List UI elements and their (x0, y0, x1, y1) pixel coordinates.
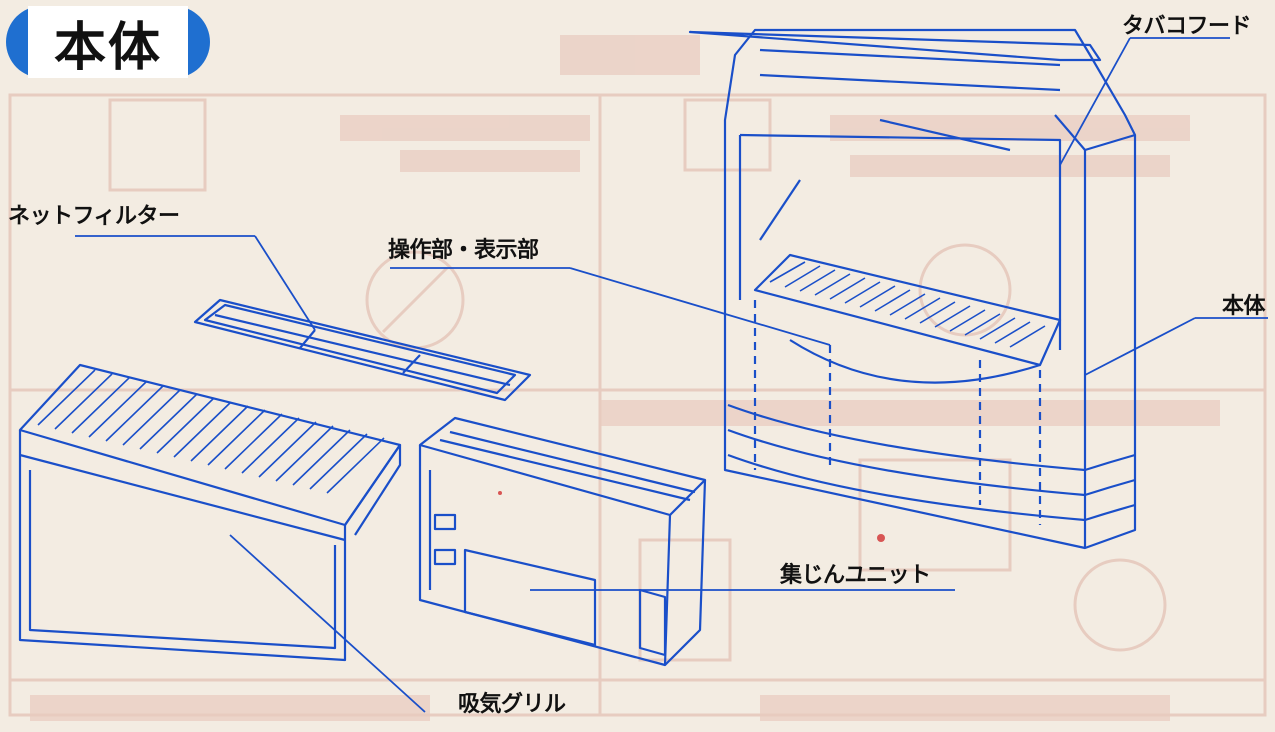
label-dust-unit: 集じんユニット (780, 563, 931, 588)
label-main-body: 本体 (1222, 294, 1266, 319)
leader-lines (75, 37, 1268, 713)
label-net-filter: ネットフィルター (8, 204, 180, 229)
net-filter-drawing (193, 298, 532, 402)
label-intake-grille: 吸気グリル (458, 692, 566, 717)
page-title: 本体 (28, 6, 188, 78)
main-body-grille (769, 261, 1046, 348)
label-control-display: 操作部・表示部 (388, 238, 539, 263)
intake-grille-slats (37, 369, 385, 494)
heading-tab: 本体 (6, 6, 210, 78)
intake-grille-drawing (18, 363, 402, 662)
dust-unit-drawing (418, 416, 707, 667)
main-body-drawing (688, 28, 1137, 550)
label-tobacco-hood: タバコフード (1122, 14, 1252, 39)
